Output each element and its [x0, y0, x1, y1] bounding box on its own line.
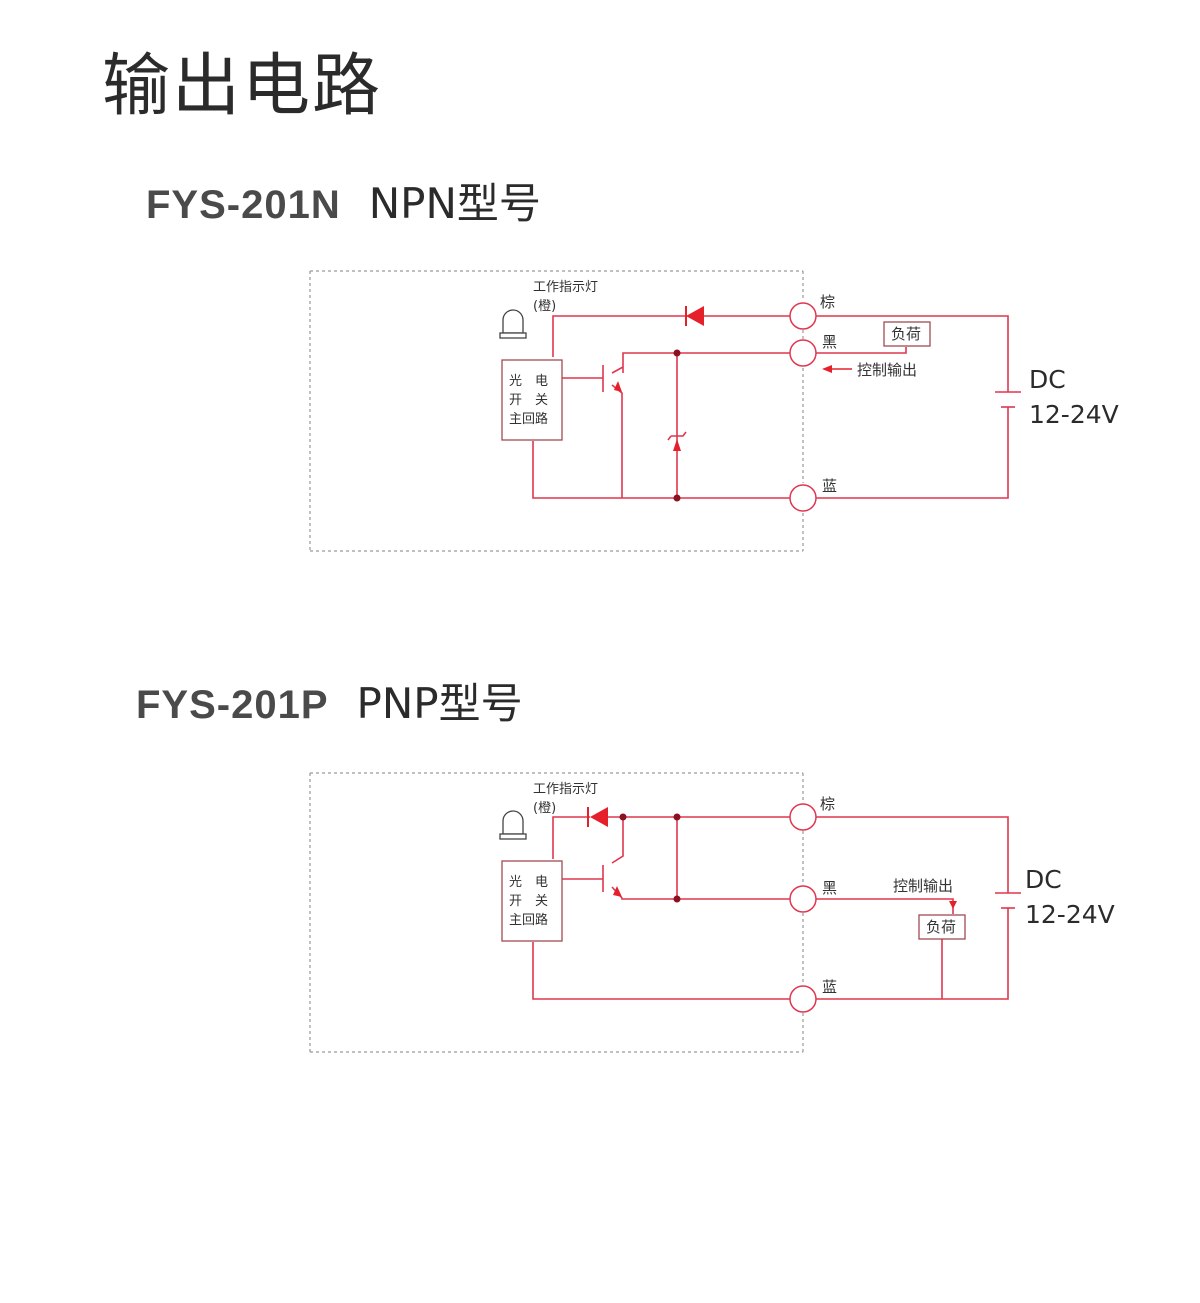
pnp-load-label: 负荷 — [926, 918, 956, 936]
page-title: 输出电路 — [102, 47, 383, 126]
npn-transistor-collector — [611, 366, 624, 374]
pnp-main-circuit-line3: 主回路 — [509, 912, 548, 928]
pnp-lamp-label: 工作指示灯 — [533, 782, 598, 797]
npn-heading: FYS-201N NPN型号 — [146, 170, 541, 231]
npn-model-name: FYS-201N — [146, 183, 341, 227]
npn-blue-terminal — [789, 484, 817, 512]
npn-ext-black — [816, 347, 907, 354]
npn-lamp-color: (橙) — [533, 299, 556, 314]
npn-circuit-diagram: 光 电 开 关 主回路 工作指示灯 (橙) 棕 黑 蓝 负荷 控制输出 DC 1… — [309, 270, 1119, 552]
npn-ext-blue — [816, 407, 1009, 499]
pnp-circuit-diagram: 光 电 开 关 主回路 工作指示灯 (橙) 棕 黑 蓝 负荷 控制输出 DC 1… — [309, 772, 1115, 1053]
pnp-main-circuit-line2: 开 关 — [509, 894, 548, 909]
pnp-load-box — [918, 914, 966, 940]
npn-brown-terminal — [789, 302, 817, 330]
pnp-wire-black-label: 黑 — [822, 879, 837, 897]
npn-wire-brown-label: 棕 — [820, 293, 835, 311]
pnp-ext-brown — [816, 816, 1009, 893]
npn-zener-bar — [667, 431, 687, 441]
pnp-black-terminal — [789, 885, 817, 913]
npn-black-terminal — [789, 339, 817, 367]
pnp-brown-terminal — [789, 803, 817, 831]
npn-brown-wire — [552, 315, 790, 357]
pnp-supply-label: DC — [1025, 865, 1062, 894]
pnp-voltage-label: 12-24V — [1025, 900, 1115, 929]
npn-main-circuit-line2: 开 关 — [509, 393, 548, 408]
npn-indicator-lamp-icon — [499, 309, 527, 339]
npn-zener-arrow — [673, 439, 681, 451]
npn-housing-border — [309, 270, 804, 552]
pnp-blue-wire — [532, 942, 790, 1000]
npn-black-wire — [622, 352, 790, 373]
pnp-control-output-label: 控制输出 — [893, 877, 953, 895]
npn-wire-black-label: 黑 — [822, 333, 837, 351]
npn-supply-label: DC — [1029, 365, 1066, 394]
npn-main-circuit-line1: 光 电 — [509, 374, 548, 389]
pnp-variant-label: PNP型号 — [356, 679, 523, 728]
pnp-main-circuit-line1: 光 电 — [509, 875, 548, 890]
pnp-lamp-wire — [552, 816, 590, 859]
pnp-wire-blue-label: 蓝 — [822, 978, 837, 996]
pnp-lamp-color: (橙) — [533, 801, 556, 816]
npn-ext-brown — [816, 315, 1009, 392]
npn-wire-blue-label: 蓝 — [822, 477, 837, 495]
npn-control-output-label: 控制输出 — [857, 361, 917, 379]
npn-lamp-label: 工作指示灯 — [533, 280, 598, 295]
npn-emitter-wire — [611, 384, 623, 498]
pnp-ext-blue — [816, 908, 1009, 1000]
pnp-collector-wire — [611, 817, 624, 864]
pnp-model-name: FYS-201P — [136, 683, 329, 727]
pnp-ext-black — [816, 898, 954, 914]
pnp-housing-border — [309, 772, 804, 1053]
pnp-indicator-lamp-icon — [499, 810, 527, 840]
npn-main-circuit-line3: 主回路 — [509, 411, 548, 427]
npn-main-circuit-box — [501, 359, 563, 441]
npn-output-diode — [686, 306, 704, 326]
npn-variant-label: NPN型号 — [368, 179, 541, 228]
npn-blue-wire — [532, 441, 790, 499]
pnp-emitter-wire — [611, 886, 790, 900]
npn-load-box — [883, 321, 931, 347]
npn-voltage-label: 12-24V — [1029, 400, 1119, 429]
pnp-main-circuit-box — [501, 860, 563, 942]
pnp-blue-terminal — [789, 985, 817, 1013]
pnp-wire-brown-label: 棕 — [820, 795, 835, 813]
pnp-heading: FYS-201P PNP型号 — [136, 670, 523, 731]
pnp-control-output-arrow — [949, 901, 957, 909]
pnp-output-diode — [590, 807, 608, 827]
npn-control-output-arrow — [822, 365, 832, 373]
npn-load-label: 负荷 — [891, 325, 921, 343]
